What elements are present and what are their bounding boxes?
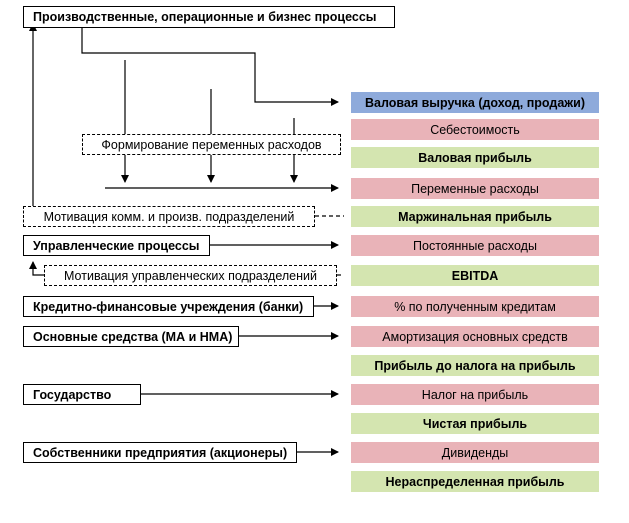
source-management: Управленческие процессы: [23, 235, 210, 256]
note-management-motivation: Мотивация управленческих подразделений: [44, 265, 337, 286]
note-variable-costs-formation: Формирование переменных расходов: [82, 134, 341, 155]
connector-production-revenue: [81, 28, 339, 106]
result-income-tax: Налог на прибыль: [351, 384, 599, 405]
note-commercial-motivation: Мотивация ком​м. и произв. подразделений: [23, 206, 315, 227]
result-dividends: Дивиденды: [351, 442, 599, 463]
result-profit-before-tax: Прибыль до налога на прибыль: [351, 355, 599, 376]
source-production: Производственные, операционные и бизнес …: [23, 6, 395, 28]
result-variable-costs: Переменные расходы: [351, 178, 599, 199]
connector-mgmt-motivation-feedback: [29, 261, 44, 276]
result-gross-revenue: Валовая выручка (доход, продажи): [351, 92, 599, 113]
source-state: Государство: [23, 384, 141, 405]
result-marginal-profit: Маржинальная прибыль: [351, 206, 599, 227]
result-net-profit: Чистая прибыль: [351, 413, 599, 434]
source-owners: Собственники предприятия (акционеры): [23, 442, 297, 463]
source-banks: Кредитно-финансовые учреждения (банки): [23, 296, 314, 317]
result-depreciation: Амортизация основных средств: [351, 326, 599, 347]
result-retained-earnings: Нераспределенная прибыль: [351, 471, 599, 492]
result-cost-of-sales: Себестоимость: [351, 119, 599, 140]
result-gross-profit: Валовая прибыль: [351, 147, 599, 168]
result-loan-interest: % по полученным кредитам: [351, 296, 599, 317]
source-fixed-assets: Основные средства (МА и НМА): [23, 326, 239, 347]
result-fixed-costs: Постоянные расходы: [351, 235, 599, 256]
result-ebitda: EBITDA: [351, 265, 599, 286]
